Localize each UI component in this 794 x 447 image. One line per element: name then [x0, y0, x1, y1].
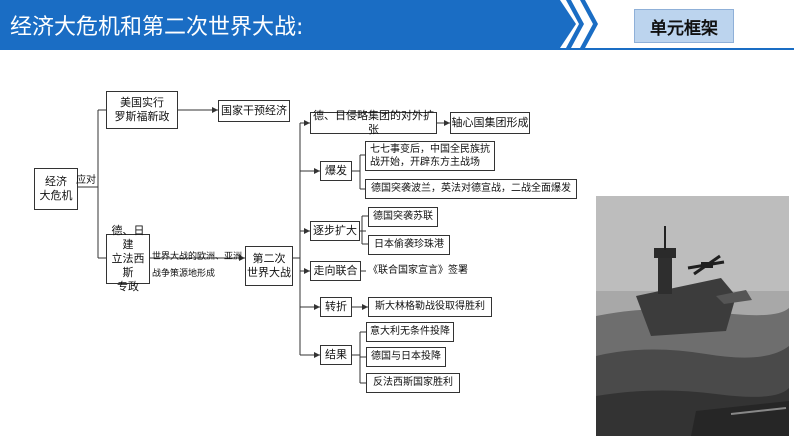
ww2-node: 第二次 世界大战 [245, 246, 293, 286]
us-new-deal-node: 美国实行 罗斯福新政 [106, 91, 178, 129]
turning-detail-stalingrad: 斯大林格勒战役取得胜利 [368, 297, 492, 317]
alliance-detail-declaration: 《联合国家宣言》签署 [368, 265, 468, 276]
result-detail-italy: 意大利无条件投降 [366, 322, 454, 342]
war-sources-label: 世界大战的欧洲、亚洲 战争策源地形成 [152, 252, 243, 279]
aircraft-carrier-photo [596, 196, 789, 436]
header-bar [0, 0, 576, 48]
alliance-node: 走向联合 [310, 261, 361, 281]
escalation-node: 逐步扩大 [310, 221, 360, 241]
expansion-node: 德、日侵略集团的对外扩张 [310, 109, 437, 136]
outbreak-detail-poland: 德国突袭波兰，英法对德宣战，二战全面爆发 [365, 179, 577, 199]
turning-node: 转折 [320, 297, 352, 317]
state-intervention-node: 国家干预经济 [218, 100, 290, 122]
result-detail-germany-japan: 德国与日本投降 [366, 347, 446, 367]
outbreak-node: 爆发 [320, 161, 352, 181]
axis-formed-node: 轴心国集团形成 [450, 112, 530, 134]
result-node: 结果 [320, 345, 352, 365]
fascist-dictatorship-node: 德、日建 立法西斯 专政 [106, 224, 150, 293]
escalation-detail-ussr: 德国突袭苏联 [368, 207, 438, 227]
page-title: 经济大危机和第二次世界大战: [10, 15, 304, 40]
economic-crisis-node: 经济 大危机 [34, 168, 78, 210]
respond-label: 应对 [76, 175, 96, 186]
unit-framework-label: 单元框架 [634, 9, 734, 43]
result-detail-victory: 反法西斯国家胜利 [366, 373, 460, 393]
outbreak-detail-china: 七七事变后，中国全民族抗 战开始，开辟东方主战场 [365, 141, 495, 171]
escalation-detail-pearl-harbor: 日本偷袭珍珠港 [368, 235, 450, 255]
header-divider [0, 48, 794, 50]
